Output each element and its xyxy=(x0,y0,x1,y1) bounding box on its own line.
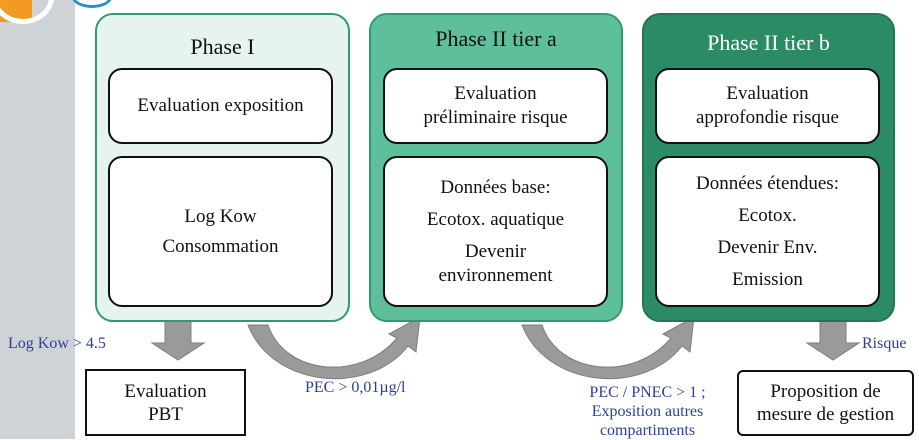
phase-2a-data-line: Données base: xyxy=(440,176,551,198)
phase-2b-data-line: Données étendues: xyxy=(696,172,839,194)
phase-2b-data-box: Données étendues: Ecotox. Devenir Env. E… xyxy=(655,156,880,307)
pec-condition-label: PEC > 0,01µg/l xyxy=(305,379,406,396)
risque-condition-label: Risque xyxy=(862,335,907,352)
left-sidebar-strip xyxy=(0,0,75,439)
phase-1-title: Phase I xyxy=(190,34,255,59)
phase-2b-title: Phase II tier b xyxy=(707,30,830,55)
phase-2a-evaluation-line: Evaluation xyxy=(454,83,537,104)
down-arrow-phase1 xyxy=(150,320,206,361)
pbt-evaluation-box: Evaluation PBT xyxy=(85,369,246,436)
pnec-condition-label: PEC / PNEC > 1 ; Exposition autres compa… xyxy=(560,383,735,440)
phase-2b-data-line: Devenir Env. xyxy=(717,236,818,258)
pnec-line: Exposition autres xyxy=(591,403,704,420)
curved-arrow-p2a-p2b xyxy=(521,316,695,380)
gestion-line: mesure de gestion xyxy=(756,404,895,425)
pbt-line: PBT xyxy=(148,403,183,425)
pbt-line: Evaluation xyxy=(124,380,207,402)
phase-2a-data-box: Données base: Ecotox. aquatique Devenir … xyxy=(383,156,608,307)
phase-2b-evaluation-box: Evaluation approfondie risque xyxy=(655,68,880,144)
phase-1-data-line: Log Kow xyxy=(184,205,257,227)
phase-2b-data-line: Ecotox. xyxy=(738,204,797,226)
phase-2a-data-line: environnement xyxy=(438,264,553,286)
pnec-line: PEC / PNEC > 1 ; xyxy=(589,384,706,401)
phase-2a-evaluation-box: Evaluation préliminaire risque xyxy=(383,68,608,144)
management-measure-box: Proposition de mesure de gestion xyxy=(737,370,914,436)
logkow-condition-label: Log Kow > 4.5 xyxy=(8,335,106,352)
phase-1-evaluation-text: Evaluation exposition xyxy=(137,95,304,116)
phase-1-data-box: Log Kow Consommation xyxy=(108,156,333,307)
phase-2a-data-line: Ecotox. aquatique xyxy=(426,208,565,230)
curved-arrow-p1-p2a xyxy=(247,316,421,380)
phase-2b-evaluation-line: approfondie risque xyxy=(696,107,839,128)
gestion-line: Proposition de xyxy=(770,381,881,402)
down-arrow-phase2b xyxy=(805,320,861,361)
phase-2a-data-line: Devenir xyxy=(464,240,527,262)
phase-1-evaluation-box: Evaluation exposition xyxy=(108,68,333,144)
phase-2a-evaluation-line: préliminaire risque xyxy=(423,107,568,128)
phase-2b-data-line: Emission xyxy=(732,268,803,290)
phase-2a-title: Phase II tier a xyxy=(435,26,557,51)
phase-2b-evaluation-line: Evaluation xyxy=(726,83,809,104)
phase-1-data-line: Consommation xyxy=(162,235,279,257)
pnec-line: compartiments xyxy=(599,422,696,439)
